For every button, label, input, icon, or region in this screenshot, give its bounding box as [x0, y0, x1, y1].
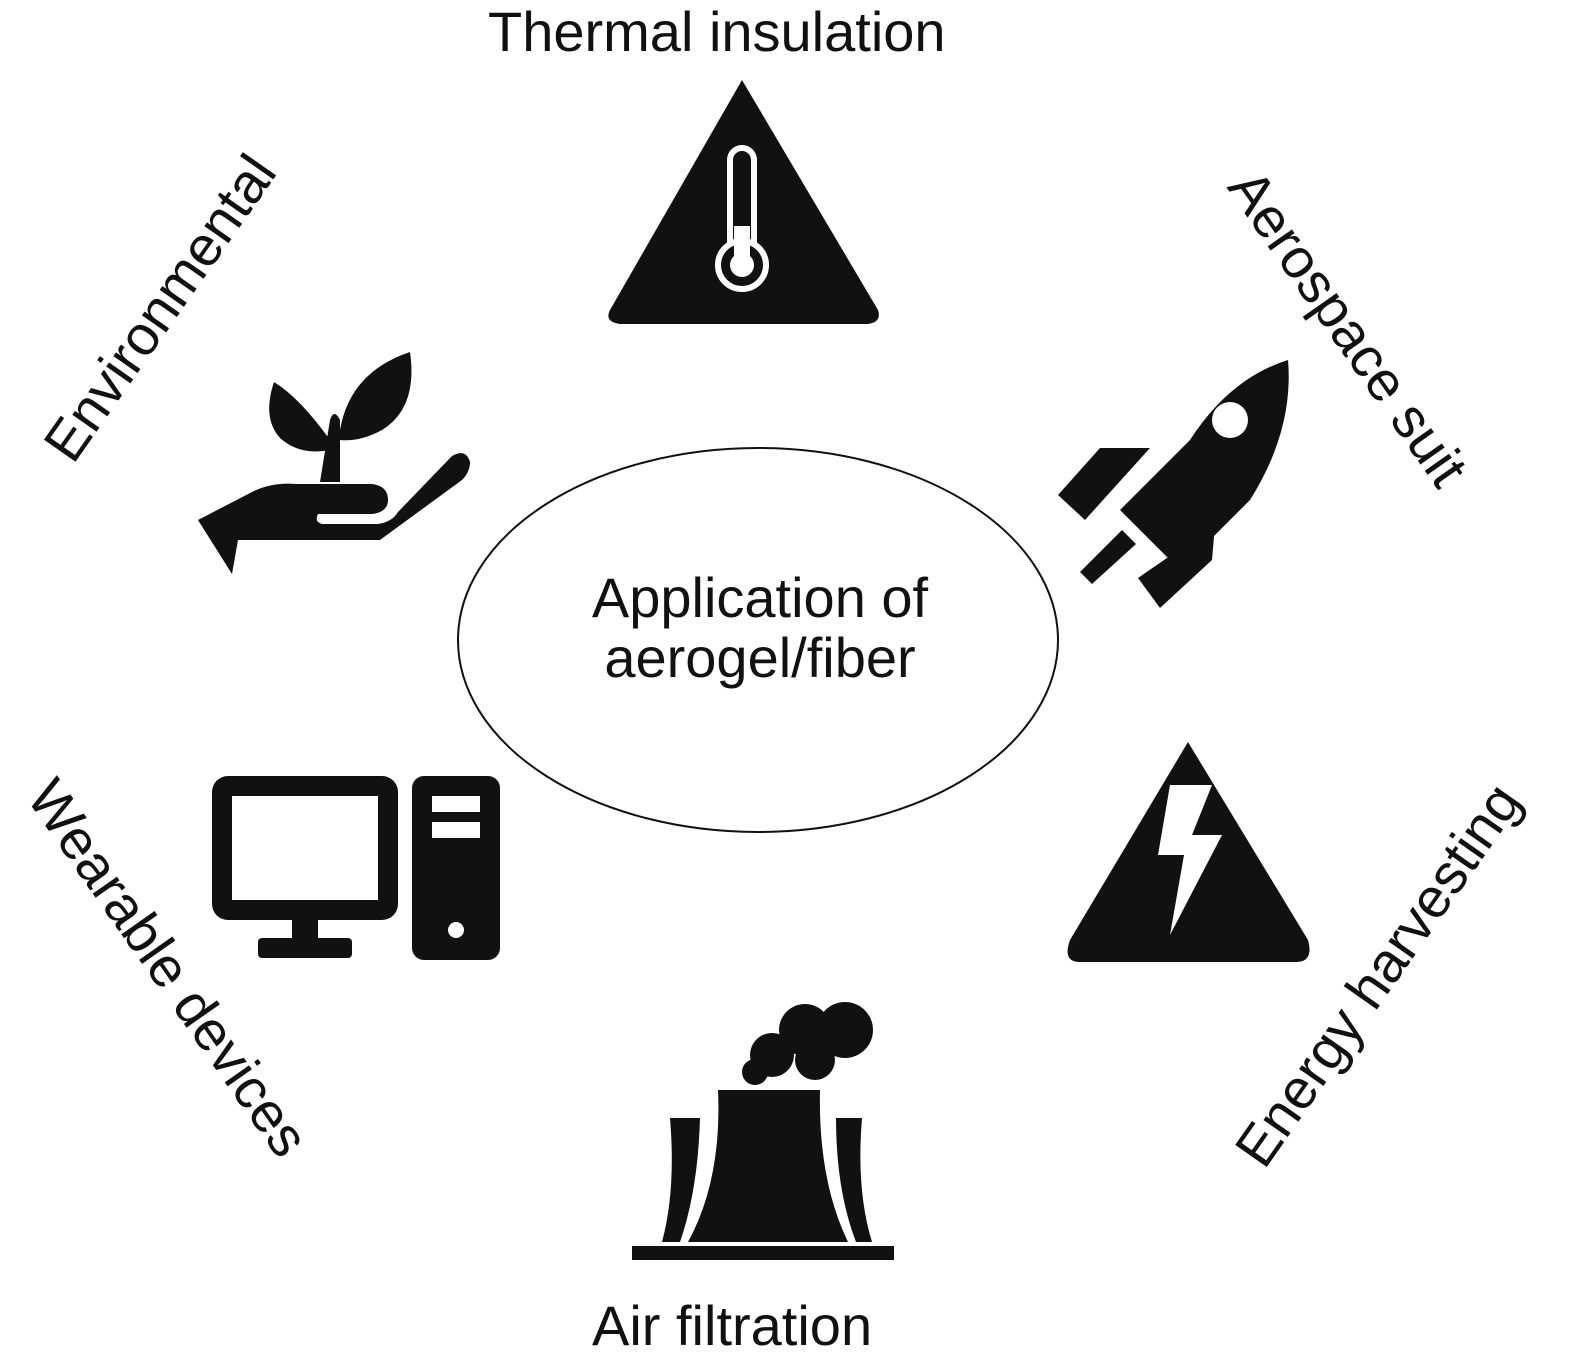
- lightning-warning-icon: [1067, 742, 1310, 962]
- center-title: Application of aerogel/fiber: [460, 568, 1060, 688]
- plant-in-hand-icon: [198, 352, 470, 574]
- center-title-line-2: aerogel/fiber: [604, 626, 916, 689]
- center-ellipse: [457, 447, 1059, 833]
- desktop-computer-icon: [212, 776, 500, 960]
- label-thermal-insulation: Thermal insulation: [488, 0, 946, 63]
- thermometer-warning-icon: [608, 80, 879, 324]
- label-air-filtration: Air filtration: [592, 1294, 873, 1357]
- center-title-line-1: Application of: [591, 566, 929, 629]
- rocket-icon: [1058, 360, 1289, 608]
- factory-smoke-icon: [632, 1002, 894, 1260]
